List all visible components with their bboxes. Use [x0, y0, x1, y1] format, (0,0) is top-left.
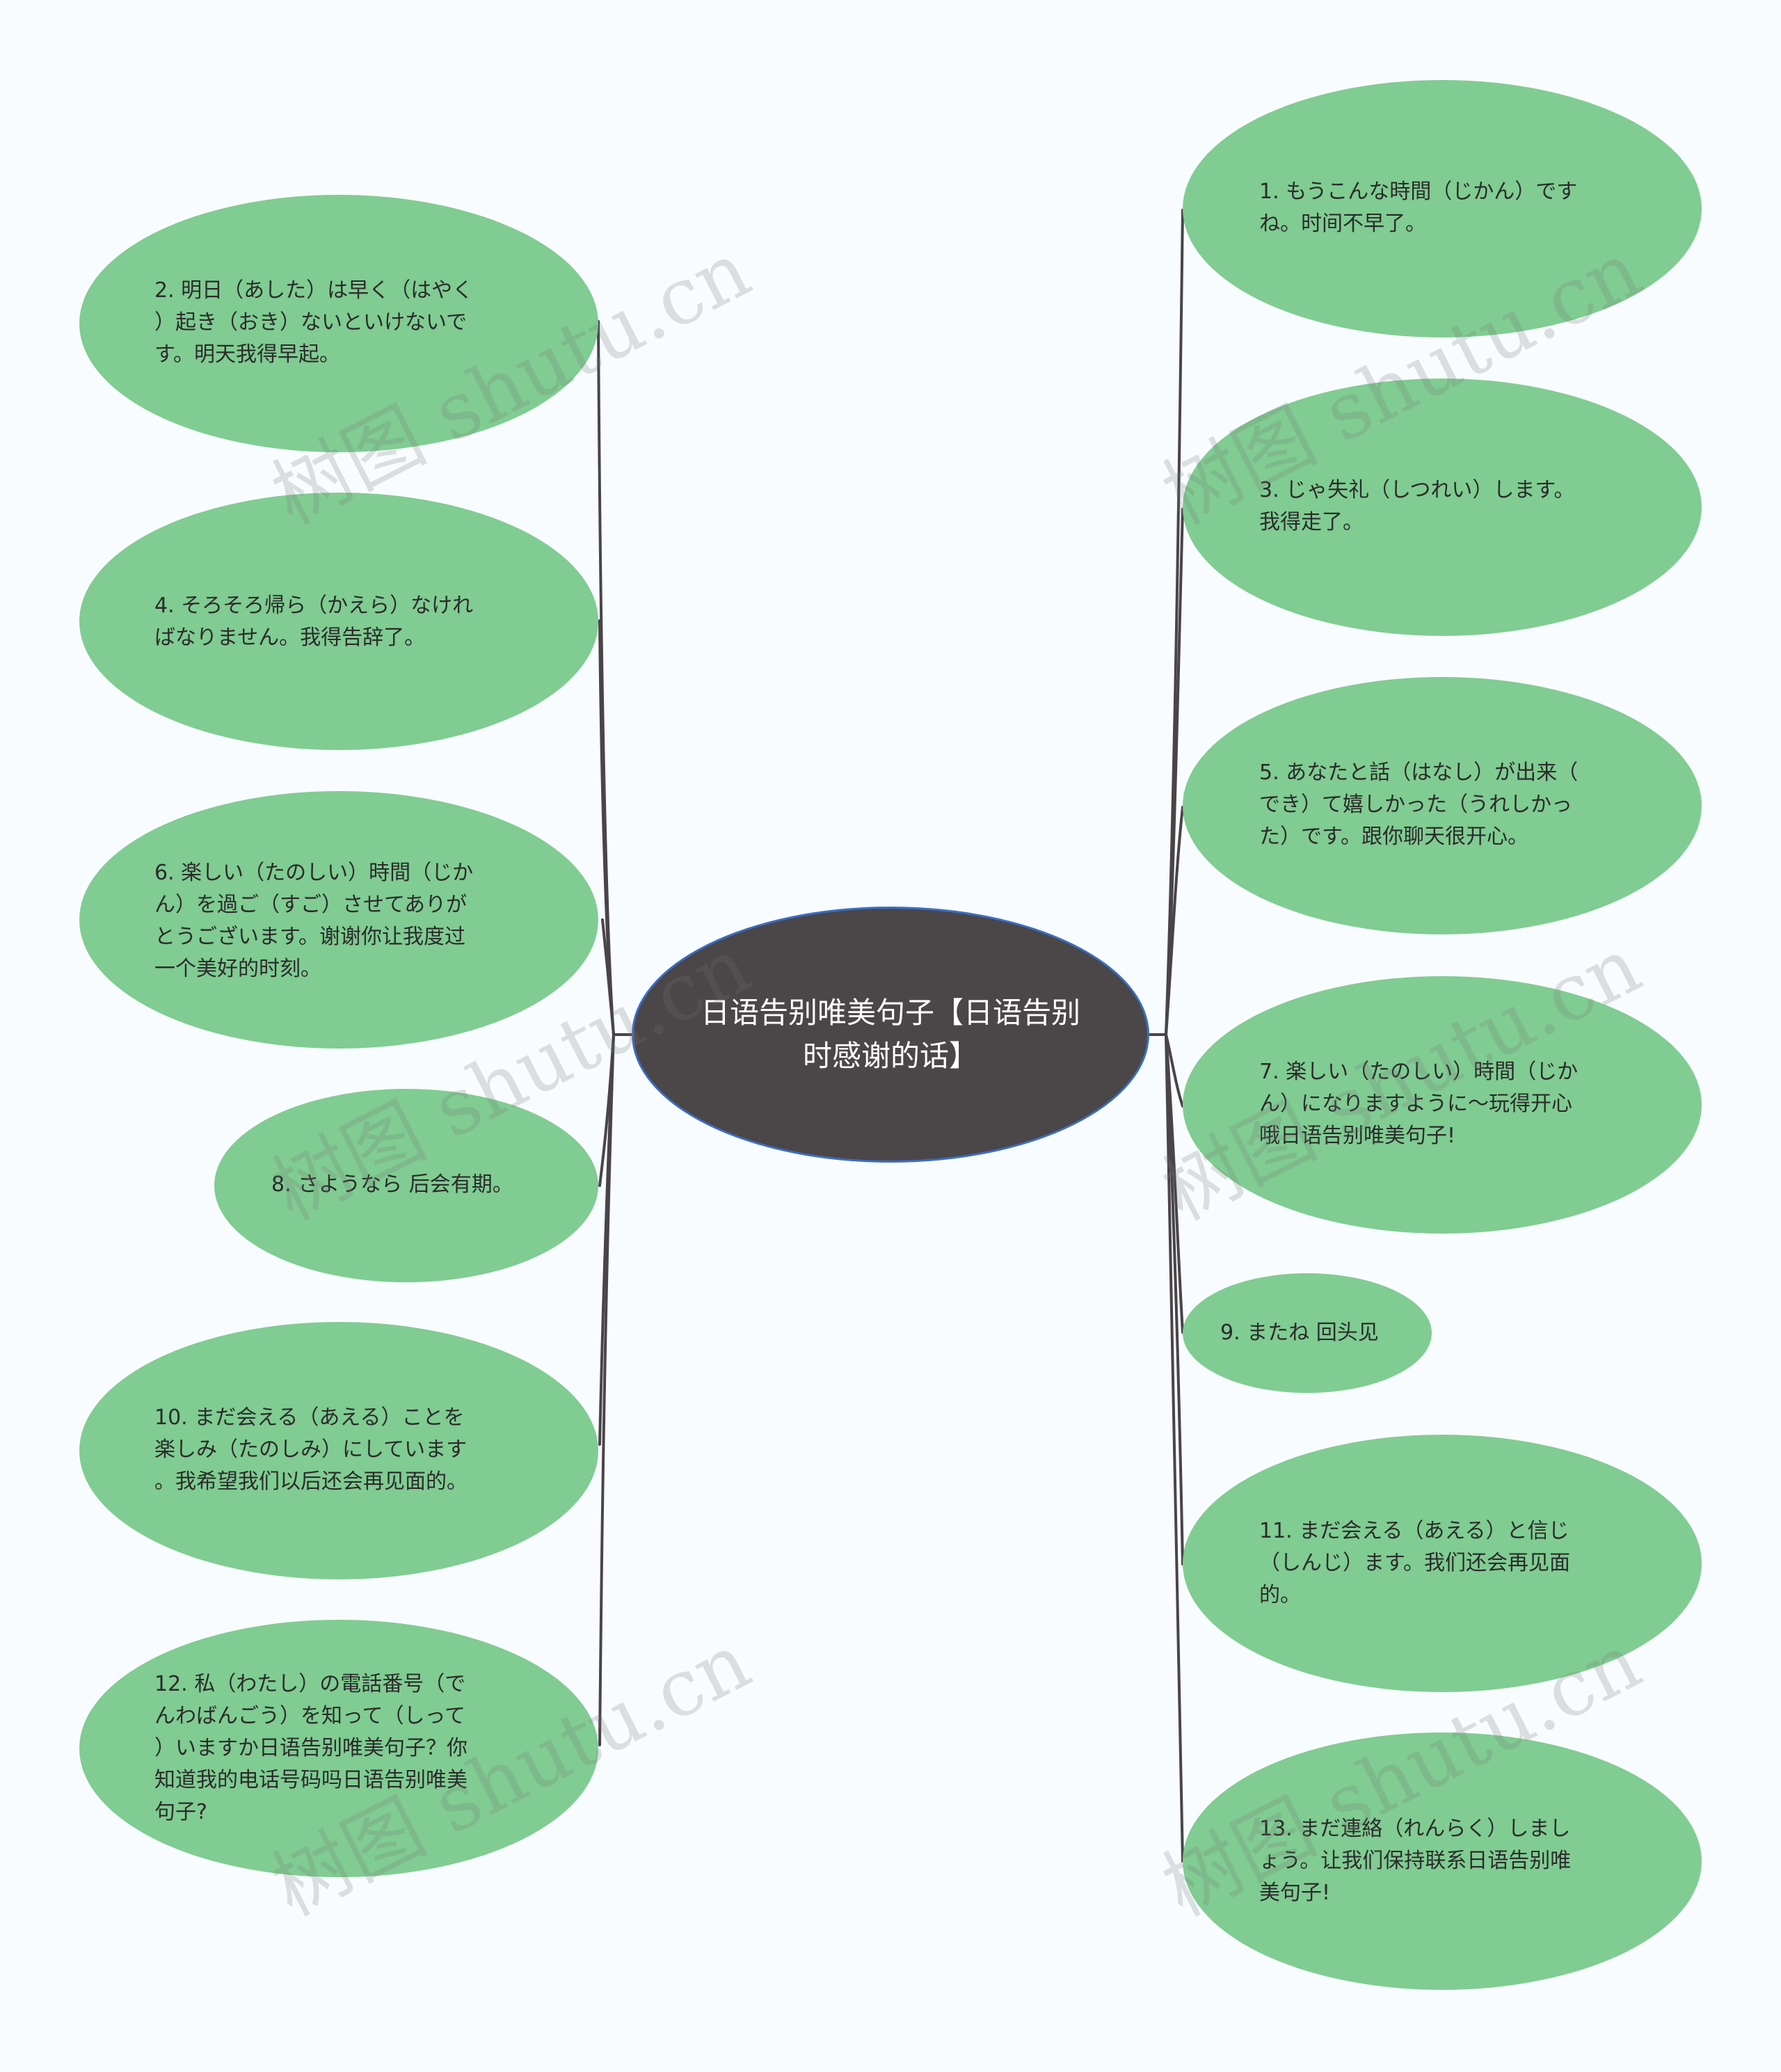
node-4[interactable]	[79, 493, 598, 750]
node-10[interactable]	[79, 1322, 598, 1579]
node-1[interactable]	[1183, 80, 1702, 337]
node-12[interactable]	[79, 1620, 598, 1877]
node-9-label: 9. またね 回头见	[1220, 1321, 1379, 1345]
connector-n11	[1165, 1033, 1184, 1565]
connector-n3	[1165, 508, 1184, 1036]
node-6-label: 6. 楽しい（たのしい）時間（じか ん）を過ご（すご）させてありが とうございま…	[154, 861, 474, 981]
node-3-label: 3. じゃ失礼（しつれい）します。 我得走了。	[1259, 478, 1575, 534]
connector-n13	[1165, 1033, 1184, 1863]
node-10-label: 10. まだ会える（あえる）ことを 楽しみ（たのしみ）にしています 。我希望我们…	[154, 1405, 468, 1494]
center-topic-label: 日语告别唯美句子【日语告别时感谢的话】	[700, 996, 1080, 1073]
node-4-label: 4. そろそろ帰ら（かえら）なけれ ばなりません。我得告辞了。	[154, 593, 474, 650]
node-13-label: 13. まだ連絡（れんらく）しまし ょう。让我们保持联系日语告别唯 美句子!	[1259, 1817, 1572, 1905]
node-8-label: 8. さようなら 后会有期。	[271, 1172, 513, 1197]
connector-n6	[601, 918, 615, 1036]
node-11-label: 11. まだ会える（あえる）と信じ （しんじ）ます。我们还会再见面 的。	[1259, 1519, 1570, 1607]
node-5[interactable]	[1183, 677, 1702, 934]
node-11[interactable]	[1183, 1435, 1702, 1692]
node-2[interactable]	[79, 195, 598, 452]
connector-n5	[1165, 806, 1184, 1036]
connector-n12	[598, 1033, 615, 1746]
node-9[interactable]	[1183, 1273, 1432, 1393]
node-2-label: 2. 明日（あした）は早く（はやく ）起き（おき）ないといけないで す。明天我得…	[154, 278, 474, 367]
node-1-label: 1. もうこんな時間（じかん）です ね。时间不早了。	[1259, 180, 1578, 236]
node-7[interactable]	[1183, 976, 1702, 1234]
node-13[interactable]	[1183, 1732, 1702, 1990]
node-12-label: 12. 私（わたし）の電話番号（で んわばんごう）を知って（しって ）いますか日…	[154, 1672, 468, 1824]
node-6[interactable]	[79, 791, 598, 1049]
node-8[interactable]	[214, 1089, 598, 1282]
node-3[interactable]	[1183, 378, 1702, 636]
center-topic-node[interactable]	[632, 907, 1149, 1163]
node-7-label: 7. 楽しい（たのしい）時間（じか ん）になりますように～玩得开心 哦日语告别唯…	[1259, 1060, 1579, 1148]
node-5-label: 5. あなたと話（はなし）が出来（ でき）て嬉しかった（うれしかっ た）です。跟…	[1259, 760, 1579, 849]
